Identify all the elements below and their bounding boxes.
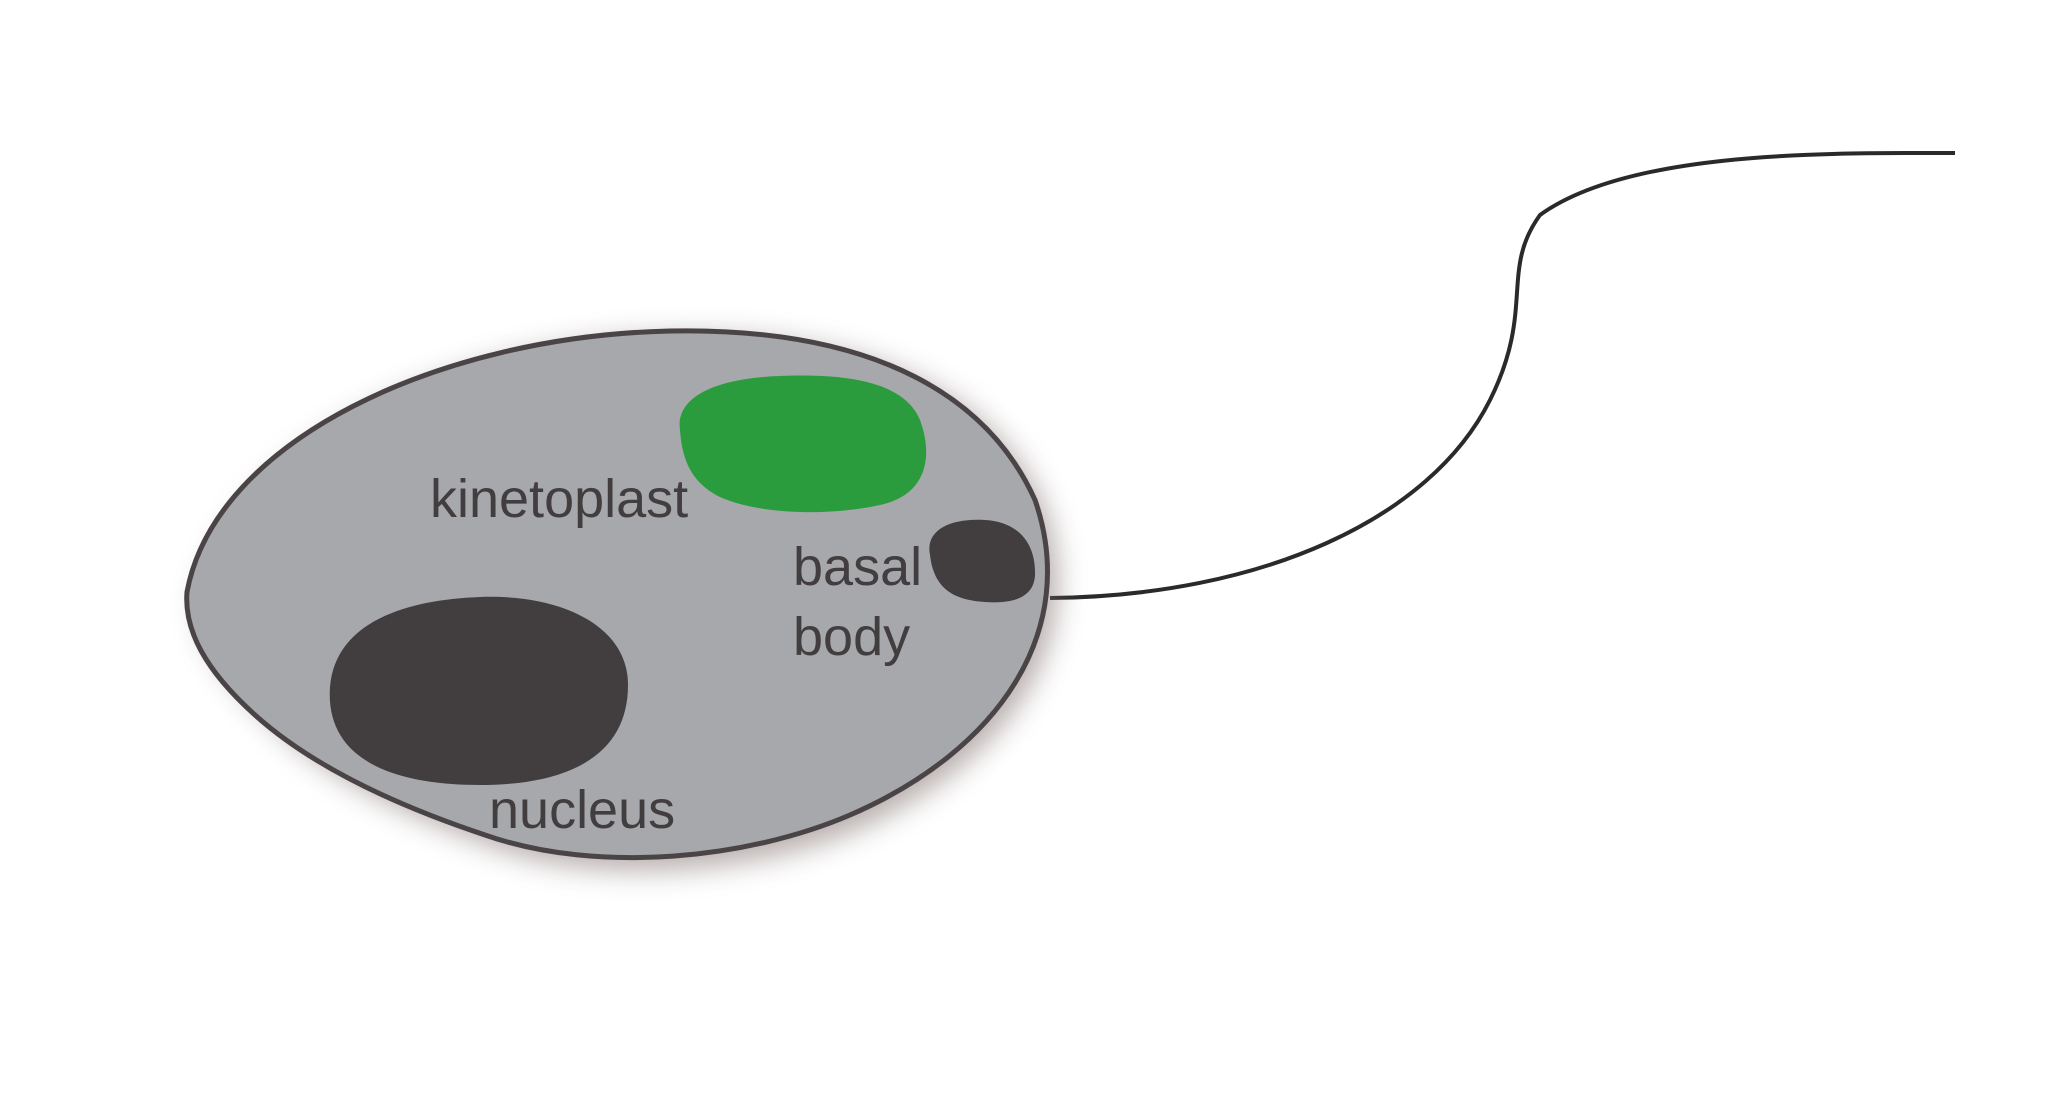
flagellum: [1049, 150, 1956, 600]
nucleus: [329, 596, 628, 785]
basal-body: [929, 519, 1036, 603]
basal-body-label-line1: basal: [793, 537, 922, 597]
basal-body-label-line2: body: [793, 607, 910, 667]
nucleus-label: nucleus: [489, 780, 675, 840]
kinetoplast: [679, 375, 927, 513]
kinetoplast-label: kinetoplast: [430, 469, 688, 529]
